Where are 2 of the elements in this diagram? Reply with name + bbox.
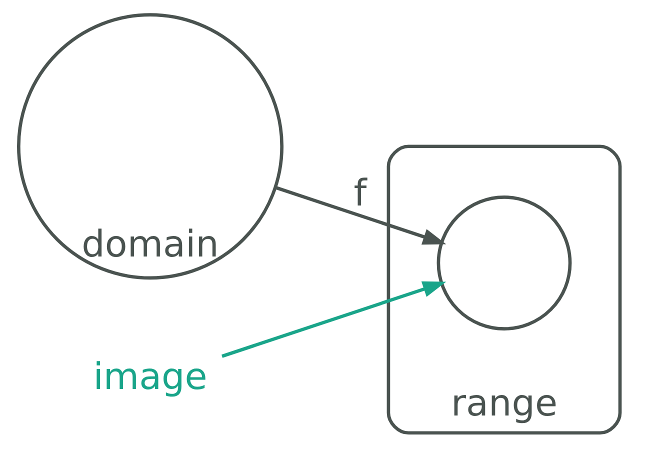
edge-label: f	[354, 172, 367, 215]
node-text: image	[93, 354, 208, 398]
